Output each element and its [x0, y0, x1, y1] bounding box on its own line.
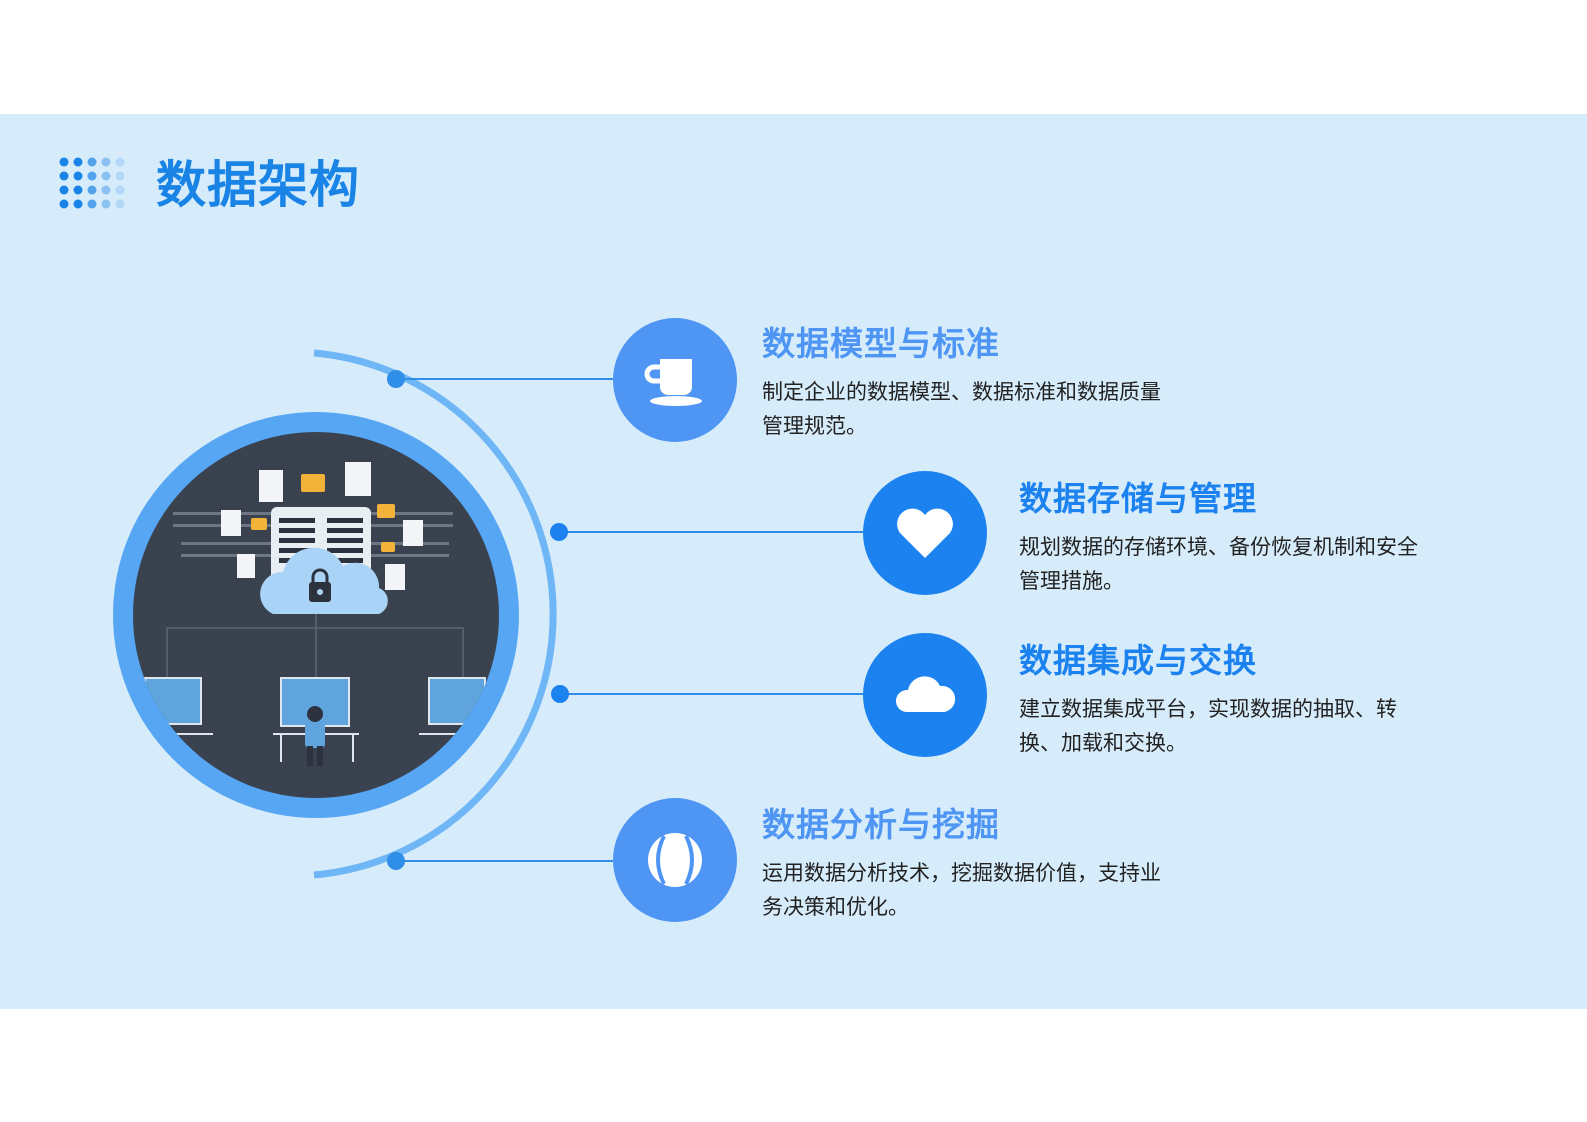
cloud-icon	[895, 676, 956, 712]
hero-illustration	[113, 412, 519, 818]
dots-decoration-icon	[59, 157, 125, 209]
feature-description: 建立数据集成平台，实现数据的抽取、转换、加载和交换。	[1019, 697, 1397, 755]
feature-icon-circle	[613, 318, 737, 442]
feature-description: 规划数据的存储环境、备份恢复机制和安全管理措施。	[1019, 535, 1418, 593]
feature-icon-circle	[863, 633, 987, 757]
feature-title: 数据集成与交换	[1019, 641, 1257, 680]
cloud-server-illustration-icon	[133, 462, 499, 766]
feature-icon-circle	[613, 798, 737, 922]
cup-icon	[644, 359, 702, 406]
page-title: 数据架构	[156, 156, 360, 214]
feature-title: 数据存储与管理	[1019, 479, 1257, 518]
feature-title: 数据模型与标准	[762, 324, 1000, 363]
heart-icon	[897, 508, 953, 558]
baseball-icon	[648, 833, 702, 887]
feature-icon-circle	[863, 471, 987, 595]
feature-description: 制定企业的数据模型、数据标准和数据质量管理规范。	[762, 380, 1161, 438]
feature-description: 运用数据分析技术，挖掘数据价值，支持业务决策和优化。	[762, 861, 1161, 919]
feature-title: 数据分析与挖掘	[762, 805, 1000, 844]
